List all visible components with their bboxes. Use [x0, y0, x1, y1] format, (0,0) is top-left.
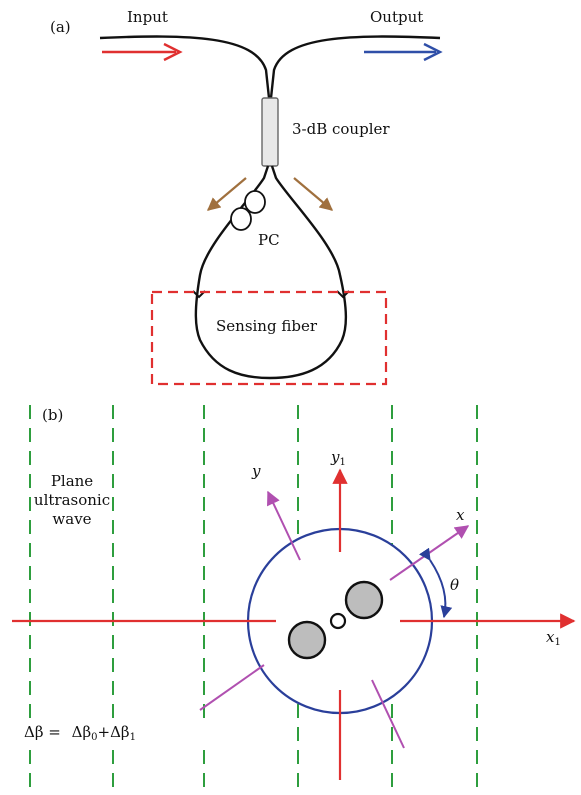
cw-arrow: [293, 177, 334, 211]
output-arrow: [364, 42, 443, 62]
panel-b: (b) Plane ultrasonic wave: [12, 405, 576, 795]
coupler-label: 3-dB coupler: [292, 120, 390, 138]
panel-b-label: (b): [42, 406, 63, 424]
fiber-core: [329, 612, 347, 630]
polarization-controller: [230, 190, 266, 231]
coupler: [261, 97, 279, 167]
output-label: Output: [370, 8, 423, 26]
x1-label: x1: [546, 628, 561, 648]
sensing-box: [150, 290, 388, 386]
ccw-arrow: [206, 177, 247, 211]
pc-label: PC: [258, 231, 280, 249]
y-axis: [267, 490, 301, 561]
output-fiber: [269, 35, 441, 99]
x-label: x: [456, 506, 465, 524]
lab-axes: [12, 468, 576, 780]
panel-a-label: (a): [50, 18, 71, 36]
sensing-label: Sensing fiber: [216, 317, 318, 335]
fiber-loop: [194, 165, 348, 380]
theta-arc: [419, 547, 453, 619]
input-fiber: [99, 35, 271, 99]
input-label: Input: [127, 8, 168, 26]
y-axis-tail: [371, 679, 405, 749]
x-axis-tail: [199, 664, 265, 711]
equation-bg: [20, 718, 210, 744]
y1-label: y1: [330, 448, 346, 468]
input-arrow: [102, 42, 183, 62]
theta-label: θ: [450, 576, 459, 594]
panel-a: (a) Input Output 3-dB coupler: [50, 8, 443, 386]
principal-axes: [199, 490, 470, 749]
stress-rod-upper: [344, 580, 384, 620]
y-label: y: [251, 462, 261, 480]
wave-label-bg: [36, 470, 108, 528]
equation: Δβ = Δβ0+Δβ1: [24, 723, 136, 743]
wave-label-line2: ultrasonic: [34, 491, 110, 509]
wave-label-line3: wave: [52, 510, 91, 528]
stress-rod-lower: [287, 620, 327, 660]
wave-label-line1: Plane: [51, 472, 93, 490]
